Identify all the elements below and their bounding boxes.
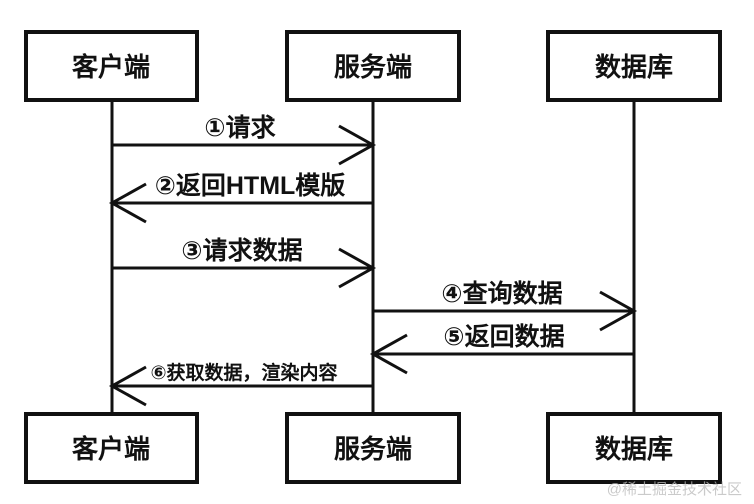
top-actor-boxes: 客户端 服务端 数据库 (24, 30, 722, 102)
actor-label-client-top: 客户端 (72, 52, 150, 82)
actor-label-database-top: 数据库 (595, 52, 673, 82)
message-3-label: ③请求数据 (181, 237, 302, 265)
message-6-label: ⑥获取数据，渲染内容 (150, 361, 337, 384)
arrow-head-right (599, 290, 638, 332)
arrow-head-left (369, 333, 408, 375)
bottom-actor-boxes: 客户端 服务端 数据库 (24, 412, 722, 484)
actor-box-rect (285, 412, 461, 484)
actor-label-client-bottom: 客户端 (72, 434, 150, 464)
message-6-fetch-and-render[interactable]: ⑥获取数据，渲染内容 (108, 361, 373, 407)
message-1-request[interactable]: ①请求 (112, 114, 377, 166)
actor-box-database-bottom[interactable]: 数据库 (546, 412, 722, 484)
arrow-head-left (108, 182, 147, 224)
arrow-head-right (338, 247, 377, 289)
actor-box-rect (24, 412, 199, 484)
message-5-label: ⑤返回数据 (443, 323, 564, 351)
arrow-head-left (108, 365, 147, 407)
actor-label-server-top: 服务端 (334, 52, 412, 82)
actor-box-rect (24, 30, 199, 102)
actor-label-server-bottom: 服务端 (334, 434, 412, 464)
actor-box-client-top[interactable]: 客户端 (24, 30, 199, 102)
actor-box-server-top[interactable]: 服务端 (285, 30, 461, 102)
arrow-head-right (338, 124, 377, 166)
message-2-label: ②返回HTML模版 (155, 171, 346, 200)
actor-box-rect (546, 412, 722, 484)
actor-box-database-top[interactable]: 数据库 (546, 30, 722, 102)
message-4-query-data[interactable]: ④查询数据 (373, 279, 638, 332)
watermark: @稀土掘金技术社区 (607, 481, 742, 498)
message-1-label: ①请求 (204, 114, 275, 142)
message-2-return-html-template[interactable]: ②返回HTML模版 (108, 171, 373, 224)
lifelines-group (110, 100, 636, 414)
message-3-request-data[interactable]: ③请求数据 (112, 237, 377, 289)
message-4-label: ④查询数据 (441, 279, 562, 308)
actor-box-rect (285, 30, 461, 102)
actor-box-client-bottom[interactable]: 客户端 (24, 412, 199, 484)
actor-label-database-bottom: 数据库 (595, 434, 673, 464)
actor-box-rect (546, 30, 722, 102)
message-5-return-data[interactable]: ⑤返回数据 (369, 323, 634, 375)
actor-box-server-bottom[interactable]: 服务端 (285, 412, 461, 484)
